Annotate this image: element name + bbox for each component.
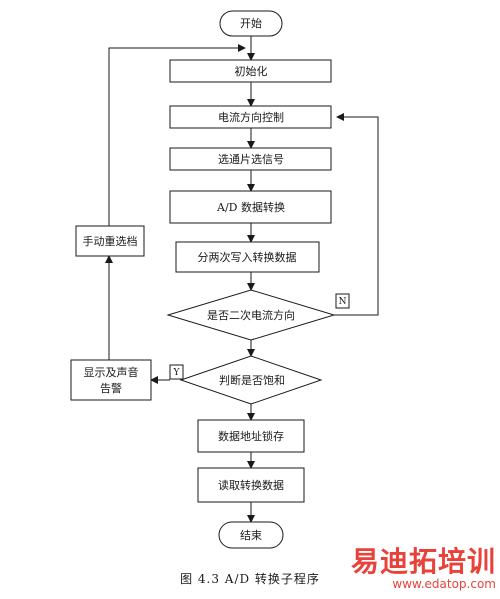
display-alarm-label-2: 告警: [100, 381, 122, 395]
display-alarm-box: [70, 359, 152, 401]
current-control-label: 电流方向控制: [218, 110, 284, 124]
init-label: 初始化: [235, 64, 268, 78]
manual-select-box: [75, 225, 145, 257]
flag-y-box: [169, 364, 184, 380]
ad-convert-label: A/D 数据转换: [216, 200, 285, 214]
init-box: [169, 59, 332, 83]
write-twice-label: 分两次写入转换数据: [198, 250, 297, 264]
edge-n-loop: [334, 113, 379, 316]
watermark-url: www.edatop.com: [392, 577, 496, 591]
flag-y-label: Y: [173, 368, 181, 378]
second-direction-label: 是否二次电流方向: [207, 308, 295, 322]
start-terminal: [219, 10, 283, 37]
figure-caption: 图 4.3 A/D 转换子程序: [180, 572, 320, 586]
write-twice-box: [175, 241, 320, 273]
edge-manual-init: [108, 44, 246, 226]
read-label: 读取转换数据: [218, 478, 284, 492]
saturation-decision: [179, 355, 323, 405]
display-alarm-label-1: 显示及声音: [84, 365, 139, 379]
ad-convert-box: [169, 190, 332, 224]
current-control-box: [169, 105, 332, 129]
chip-select-box: [169, 147, 332, 171]
flag-n-label: N: [339, 297, 347, 307]
flag-n-box: [335, 293, 350, 309]
saturation-label: 判断是否饱和: [219, 373, 285, 387]
latch-label: 数据地址锁存: [218, 429, 284, 443]
read-box: [197, 467, 305, 503]
end-terminal: [218, 521, 284, 549]
chip-select-label: 选通片选信号: [218, 153, 284, 166]
second-direction-decision: [166, 289, 336, 341]
manual-select-label: 手动重选档: [83, 234, 138, 248]
watermark-brand: 易迪拓培训: [350, 545, 496, 578]
watermark-logo: 易迪拓培训 www.edatop.com: [350, 545, 496, 592]
start-label: 开始: [240, 16, 262, 30]
latch-box: [197, 419, 305, 453]
end-label: 结束: [240, 529, 262, 542]
